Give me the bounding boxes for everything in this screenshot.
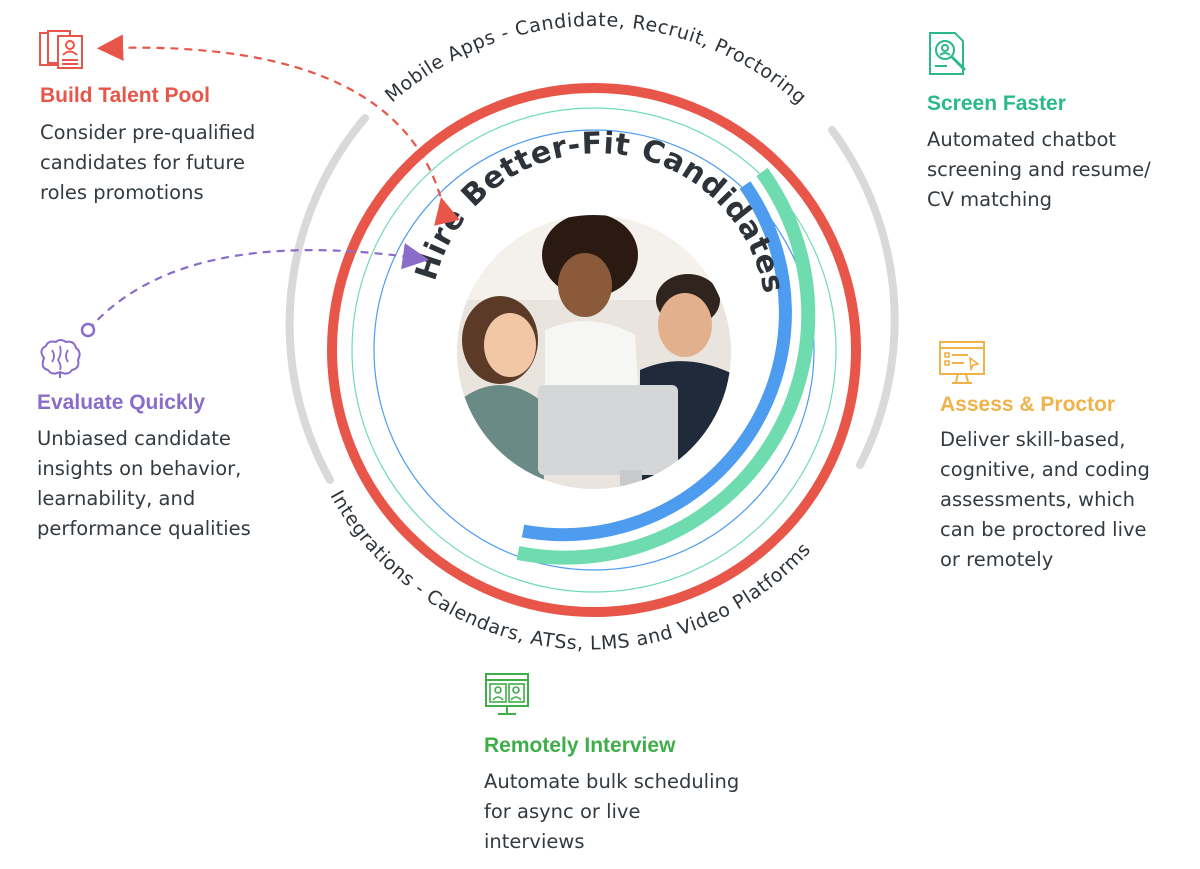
connector-start-dot [80,322,96,338]
blue-arc [521,181,792,542]
monitor-checklist-icon [938,340,986,391]
thin-green-ring [351,107,837,593]
connector-evaluate-quickly [87,243,430,331]
document-search-icon [927,30,971,83]
connector-build-talent-pool [96,34,460,226]
feature-title-screen-faster: Screen Faster [927,92,1066,115]
red-ring [327,83,861,617]
feature-desc-build-talent-pool: Consider pre-qualified candidates for fu… [40,121,256,204]
feature-title-remotely-interview: Remotely Interview [484,734,676,757]
feature-title-evaluate-quickly: Evaluate Quickly [37,391,206,414]
resume-documents-icon [38,30,86,75]
video-call-icon [484,672,530,723]
ring-top-label: Mobile Apps - Candidate, Recruit, Procto… [381,9,811,109]
feature-title-build-talent-pool: Build Talent Pool [40,84,210,107]
outer-arc-right [828,126,899,469]
feature-desc-assess-proctor: Deliver skill-based, cognitive, and codi… [940,428,1150,571]
thin-blue-ring [373,129,815,571]
feature-desc-screen-faster: Automated chatbot screening and resume/ … [927,128,1151,211]
brain-icon [36,338,84,383]
green-arc [516,167,816,565]
feature-title-assess-proctor: Assess & Proctor [940,393,1116,416]
feature-desc-evaluate-quickly: Unbiased candidate insights on behavior,… [37,427,251,540]
outer-arc-left [285,114,369,484]
feature-desc-remotely-interview: Automate bulk scheduling for async or li… [484,770,740,853]
team-photo [456,214,732,490]
